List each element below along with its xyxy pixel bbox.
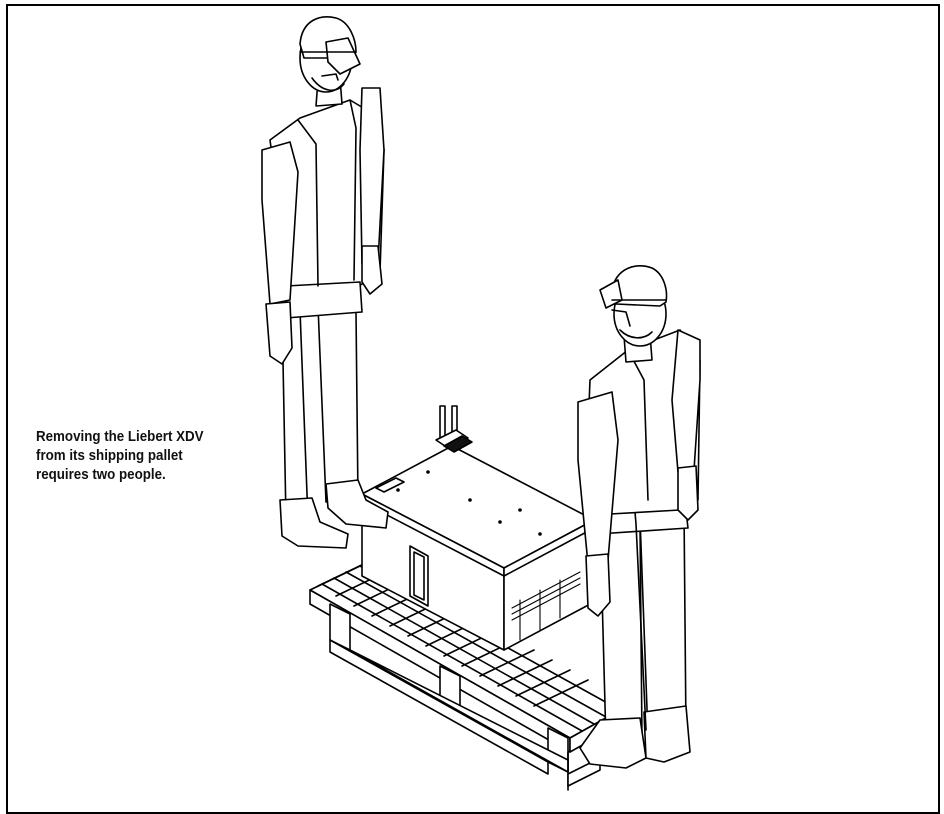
shipping-pallet (310, 560, 620, 790)
lifter-person-right (578, 266, 700, 768)
caption-line-1: Removing the Liebert XDV (36, 429, 204, 445)
caption-line-2: from its shipping pallet (36, 448, 183, 464)
figure-caption: Removing the Liebert XDV from its shippi… (36, 428, 275, 485)
caption-line-3: requires two people. (36, 467, 166, 483)
lifter-person-left (262, 17, 388, 548)
